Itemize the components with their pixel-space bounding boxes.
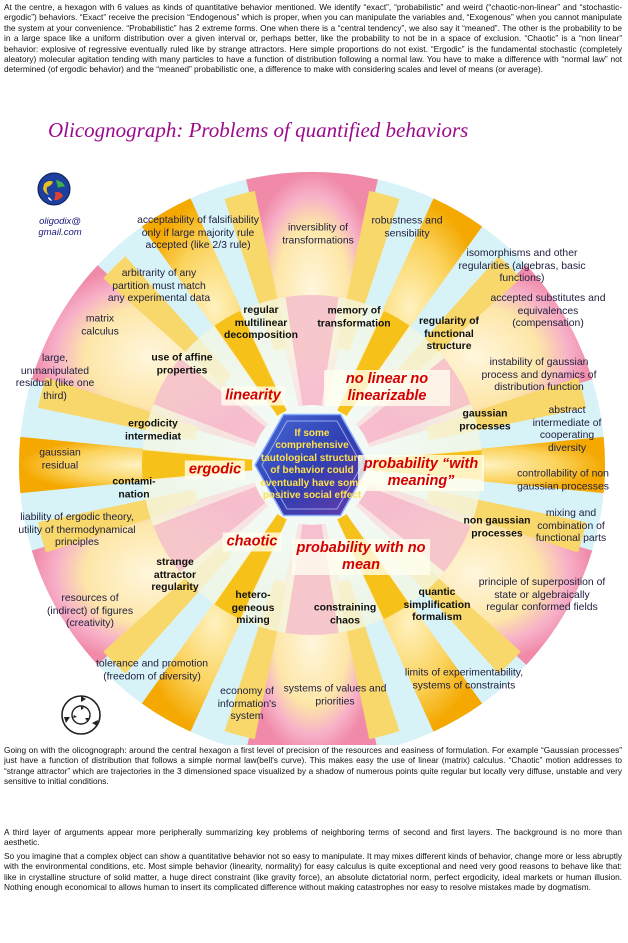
label-falsifiability: acceptability of falsifiability only if … (137, 215, 259, 252)
label-resources-figures: resources of (indirect) of figures (crea… (46, 593, 134, 630)
label-arbitrarity: arbitrarity of any partition must match … (107, 268, 211, 305)
olicognograph-diagram (18, 171, 605, 745)
label-isomorphisms: isomorphisms and other regularities (alg… (458, 248, 586, 285)
label-probability-no-mean: probability with no mean (292, 539, 430, 575)
label-robustness: robustness and sensibility (371, 215, 443, 239)
label-superposition: principle of superposition of state or a… (478, 577, 606, 614)
label-values-priorities: systems of values and priorities (283, 683, 387, 707)
center-text: If some comprehensive tautological struc… (260, 427, 364, 501)
inner-pink-ray (153, 358, 266, 444)
label-economy-information: economy of information's system (217, 686, 277, 723)
label-non-gaussian-processes: non gaussian processes (463, 515, 531, 539)
label-ergodicity-intermediat: ergodicity intermediat (124, 418, 181, 442)
intro-paragraph: At the centre, a hexagon with 6 values a… (4, 2, 622, 75)
label-ergodic: ergodic (184, 460, 246, 480)
label-substitutes: accepted substitutes and equivalences (c… (490, 293, 606, 330)
label-mixing-combination: mixing and combination of functional par… (535, 508, 607, 545)
label-large-residual: large, unmanipulated residual (like one … (15, 352, 95, 402)
hexagon-glow (261, 420, 363, 510)
label-experimentability: limits of experimentability, systems of … (404, 667, 524, 691)
explanation-paragraph-2: A third layer of arguments appear more p… (4, 827, 622, 848)
label-gaussian-residual: gaussian residual (39, 447, 81, 471)
recycle-arrows-icon (61, 695, 101, 735)
label-instability: instability of gaussian process and dyna… (481, 357, 597, 394)
inner-pink-ray (153, 486, 266, 572)
label-constraining-chaos: constraining chaos (313, 602, 377, 626)
label-heterogeneous-mixing: hetero-geneous mixing (231, 590, 275, 627)
yellow-ray (371, 436, 605, 494)
email-address: oligodix@ gmail.com (38, 216, 82, 238)
label-affine-properties: use of affine properties (151, 352, 213, 376)
label-chaotic: chaotic (222, 532, 282, 552)
label-strange-attractor: strange attractor regularity (151, 557, 199, 594)
pink-ray (246, 171, 378, 407)
label-no-linear: no linear no linearizable (324, 370, 450, 406)
label-abstract: abstract intermediate of cooperating div… (532, 404, 602, 454)
label-regularity-functional: regularity of functional structure (418, 316, 480, 353)
label-quantic-simplification: quantic simplification formalism (403, 587, 471, 624)
label-controllability: controllability of non gaussian processe… (517, 468, 609, 492)
globe-logo-icon (37, 172, 71, 206)
label-invertibility: inversiblity of transformations (282, 222, 354, 246)
yellow-ray (18, 436, 253, 494)
label-memory-transformation: memory of transformation (317, 305, 391, 329)
label-gaussian-processes: gaussian processes (459, 408, 511, 432)
label-regular-multilinear: regular multilinear decomposition (224, 305, 298, 342)
label-linearity: linearity (221, 386, 285, 406)
center-hexagon (254, 413, 370, 517)
inner-pink-ray (358, 486, 471, 572)
explanation-paragraph-1: Going on with the olicognograph: around … (4, 745, 622, 787)
label-contamination: contami-nation (112, 476, 156, 500)
label-tolerance: tolerance and promotion (freedom of dive… (95, 658, 209, 682)
label-probability-meaning: probability “with meaning” (358, 455, 484, 491)
page-title: Olicognograph: Problems of quantified be… (48, 118, 469, 142)
explanation-paragraph-3: So you imagine that a complex object can… (4, 851, 622, 893)
label-matrix-calculus: matrix calculus (81, 313, 119, 337)
label-liability: liability of ergodic theory, utility of … (18, 512, 136, 549)
